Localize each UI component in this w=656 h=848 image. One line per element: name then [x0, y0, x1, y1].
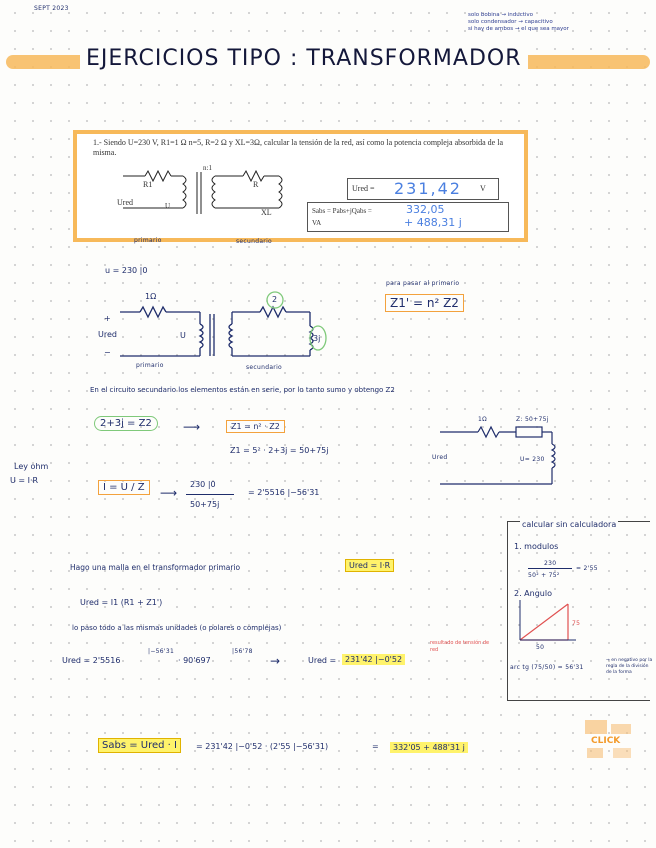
- legend-line: solo bobina → inductivo: [468, 12, 534, 18]
- angle-note: → en negativo por la regla de la divisió…: [606, 658, 653, 675]
- date-label: SEPT 2023: [34, 5, 69, 12]
- arrow: ⟶: [183, 420, 201, 434]
- ured-answer-field: Ured = 231,42 V: [347, 178, 499, 200]
- mesh-arrow: →: [270, 654, 281, 668]
- ured-field-value: 231,42: [394, 179, 462, 198]
- mesh-angle-1: |−56'31: [148, 648, 175, 655]
- current-denominator: 50+75j: [190, 500, 220, 509]
- z1-calculation: Z1 = 5² · 2+3j = 50+75j: [230, 446, 329, 455]
- z2-equation: 2+3j = Z2: [94, 416, 158, 431]
- page-title: EJERCICIOS TIPO : TRANSFORMADOR: [80, 46, 528, 71]
- arctg-formula: arc tg (75/50) = 56'31: [510, 664, 584, 671]
- mod-result: = 2'55: [576, 565, 598, 572]
- mesh-result: 231'42 |−0'52: [342, 654, 406, 665]
- pass-note: para pasar al primario: [386, 280, 460, 287]
- ohm-formula: U = I·R: [10, 476, 39, 485]
- impedance-reflection-formula: Z1' = n² Z2: [385, 294, 464, 312]
- circuit-2-ured: Ured: [432, 454, 448, 461]
- xl-value: 3j: [313, 334, 321, 343]
- arrow-2: ⟶: [160, 486, 178, 500]
- power-formula: Sabs = Ured · I: [98, 738, 181, 753]
- mesh-sentence: Hago una malla en el transformador prima…: [70, 563, 241, 572]
- angle-x: 50: [536, 644, 545, 651]
- calc-step-1: 1. modulos: [514, 542, 559, 551]
- circuit-1-diagram: [120, 291, 327, 357]
- legend-line: si hay de ambos → el que sea mayor: [468, 26, 569, 32]
- mesh-result-label: Ured =: [308, 656, 337, 665]
- sabs-value-imag: + 488,31 j: [404, 216, 462, 229]
- va-unit: VA: [312, 219, 322, 227]
- red-note: resultado de tensión de red: [430, 640, 490, 653]
- ohm-title: Ley ohm: [14, 462, 49, 471]
- z1-formula-box: Z1 = n² · Z2: [226, 420, 285, 433]
- power-result: 332'05 + 488'31 j: [390, 742, 468, 753]
- sabs-value-real: 332,05: [406, 203, 445, 216]
- r1-label: R1: [143, 180, 153, 189]
- series-explanation: En el circuito secundario los elementos …: [90, 386, 395, 394]
- power-equation: = 231'42 |−0'52 · (2'55 |−56'31): [196, 742, 329, 751]
- secundario-label: secundario: [246, 364, 283, 371]
- mod-denominator: 50² + 75²: [528, 572, 560, 579]
- mesh-highlight-eq: Ured = I·R: [345, 559, 395, 572]
- fraction-line: [186, 494, 234, 495]
- ured-label-1: Ured: [98, 330, 117, 339]
- problem-text: 1.- Siendo U=230 V, R1=1 Ω n=5, R=2 Ω y …: [93, 138, 504, 157]
- mesh-angle-2: |56'78: [232, 648, 253, 655]
- angle-triangle: [519, 600, 576, 641]
- ured-field-label: Ured =: [352, 184, 375, 193]
- current-formula: I = U / Z: [98, 480, 150, 495]
- r1-value: 1Ω: [145, 292, 157, 301]
- minus-sign: −: [104, 348, 111, 357]
- plus-sign: +: [104, 314, 111, 323]
- sticker-text: CLICK: [591, 736, 621, 746]
- sabs-field-label: Sabs = Pabs+jQabs =: [312, 207, 372, 215]
- legend-line: solo condensador → capacitivo: [468, 19, 553, 25]
- r2-value: 2: [272, 295, 278, 304]
- xl-label: XL: [261, 208, 272, 217]
- circuit-2-r: 1Ω: [478, 416, 488, 423]
- current-numerator: 230 |0: [190, 480, 216, 489]
- turns-ratio-label: n:1: [203, 164, 212, 172]
- mod-fraction-line: [528, 568, 572, 569]
- current-result: = 2'5516 |−56'31: [248, 488, 320, 497]
- circuit-2-diagram: [440, 425, 556, 485]
- mod-numerator: 230: [544, 560, 557, 567]
- problem-statement-box: 1.- Siendo U=230 V, R1=1 Ω n=5, R=2 Ω y …: [73, 130, 528, 242]
- mesh-eq-1: Ured = I1 (R1 + Z1'): [80, 598, 163, 607]
- mesh-eq-3-mid: · 90'697: [178, 656, 211, 665]
- click-sticker-logo: CLICK: [585, 720, 635, 762]
- ured-label: Ured: [117, 198, 133, 207]
- secundario-caption: secundario: [236, 238, 273, 245]
- transformer-circuit-diagram: [123, 169, 283, 214]
- circuit-2-u: U= 230: [520, 456, 545, 463]
- mesh-eq-2: lo paso todo a las mismas unidades (o po…: [72, 624, 282, 632]
- angle-y: 75: [572, 620, 581, 627]
- primario-caption: primario: [134, 237, 162, 244]
- circuit-2-z: Z: 50+75j: [516, 416, 549, 423]
- ured-unit: V: [480, 184, 486, 193]
- mesh-eq-3-left: Ured = 2'5516: [62, 656, 121, 665]
- u-label: U: [165, 202, 171, 210]
- power-equals: =: [372, 742, 379, 751]
- r-label: R: [253, 180, 259, 189]
- sabs-answer-field: Sabs = Pabs+jQabs = 332,05 + 488,31 j VA: [307, 202, 509, 232]
- primario-label: primario: [136, 362, 164, 369]
- u-value: u = 230 |0: [105, 266, 148, 275]
- calc-step-2: 2. Angulo: [514, 589, 552, 598]
- u-label-1: U: [180, 331, 186, 340]
- legend-notes: solo bobina → inductivo solo condensador…: [468, 12, 569, 33]
- calc-title: calcular sin calculadora: [520, 520, 619, 529]
